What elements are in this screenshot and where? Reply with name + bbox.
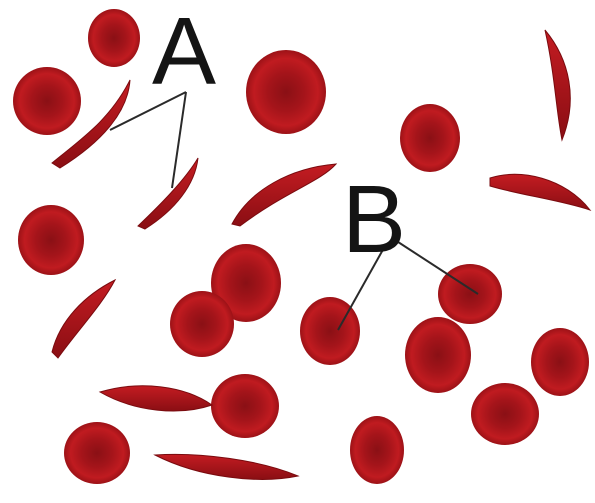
sickle-cell: [52, 280, 115, 358]
pointer-line-a: [172, 92, 186, 188]
normal-cell: [350, 416, 404, 484]
normal-cell: [405, 317, 471, 393]
normal-cell: [170, 291, 234, 357]
sickle-cell: [100, 386, 212, 411]
label-a: A: [152, 4, 216, 100]
sickle-cell: [545, 30, 570, 140]
normal-cell: [211, 374, 279, 438]
normal-cell: [471, 383, 539, 445]
sickle-cell: [232, 164, 336, 226]
sickle-cell: [155, 454, 298, 479]
normal-cell: [13, 67, 81, 135]
sickle-cell: [138, 158, 198, 229]
normal-cell: [531, 328, 589, 396]
label-b: B: [342, 172, 406, 268]
sickle-cell: [490, 174, 590, 210]
normal-cell: [88, 9, 140, 67]
normal-cell: [64, 422, 130, 484]
normal-cells: [13, 9, 589, 484]
normal-cell: [438, 264, 502, 324]
normal-cell: [400, 104, 460, 172]
normal-cell: [18, 205, 84, 275]
normal-cell: [246, 50, 326, 134]
